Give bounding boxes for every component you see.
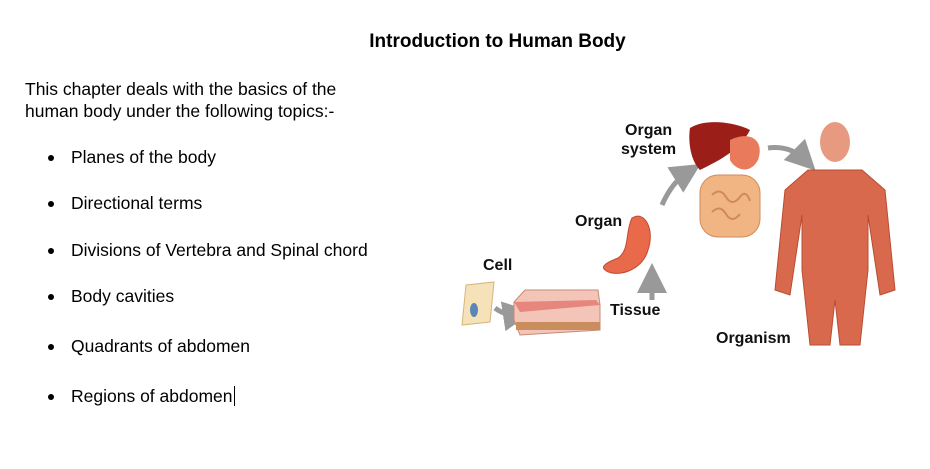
- topic-text: Regions of abdomen: [71, 386, 233, 406]
- topic-list: Planes of the body Directional terms Div…: [48, 146, 368, 407]
- label-organ-system-line: Organ: [625, 122, 673, 139]
- page-title: Introduction to Human Body: [369, 31, 626, 52]
- topic-text: Planes of the body: [71, 147, 216, 167]
- topic-text: Body cavities: [71, 286, 175, 306]
- intro-paragraph: This chapter deals with the basics of th…: [25, 78, 445, 122]
- human-body-icon: [774, 122, 896, 346]
- topic-item: Divisions of Vertebra and Spinal chord: [48, 239, 368, 261]
- topic-item: Planes of the body: [48, 146, 368, 168]
- topic-item: Directional terms: [48, 192, 368, 214]
- label-organism: Organism: [716, 330, 791, 347]
- topic-item: Body cavities: [48, 285, 368, 307]
- topic-text: Divisions of Vertebra and Spinal chord: [71, 240, 368, 260]
- label-organ-system: Organ system: [621, 121, 676, 159]
- intro-line: This chapter deals with the basics of th…: [25, 79, 337, 99]
- arrow-icon: [659, 164, 701, 207]
- stomach-icon: [603, 215, 651, 274]
- topic-text: Directional terms: [71, 193, 203, 213]
- topic-item: Regions of abdomen: [48, 385, 368, 407]
- cell-icon: [461, 281, 495, 326]
- tissue-icon: [513, 289, 601, 336]
- intro-line: human body under the following topics:-: [25, 101, 335, 121]
- topic-item: Quadrants of abdomen: [48, 335, 368, 357]
- label-cell: Cell: [483, 257, 513, 274]
- label-organ: Organ: [575, 213, 623, 230]
- label-organ-system-line: system: [621, 141, 677, 158]
- topic-text: Quadrants of abdomen: [71, 336, 251, 356]
- digestive-system-icon: [689, 122, 761, 238]
- text-cursor: [233, 386, 235, 406]
- arrow-icon: [767, 138, 816, 171]
- label-tissue: Tissue: [610, 302, 661, 319]
